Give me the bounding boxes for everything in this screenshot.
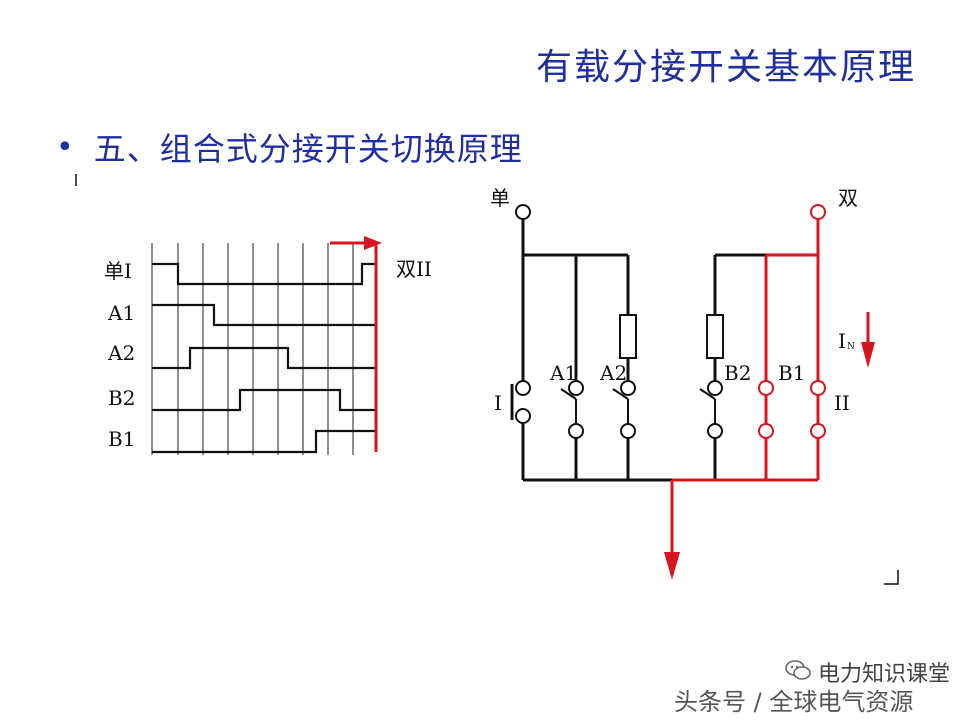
timing-label-b1: B1	[108, 427, 135, 451]
label-contact-a2: A2	[599, 361, 627, 385]
watermark: 电力知识课堂 头条号 / 全球电气资源	[674, 656, 954, 716]
label-double: 双	[838, 186, 858, 210]
wave-single	[152, 262, 376, 286]
wave-a1	[152, 303, 376, 327]
label-current-sub: N	[847, 342, 855, 352]
timing-label-single: 单I	[104, 259, 132, 283]
label-contact-b2: B2	[724, 361, 751, 385]
wechat-logo-icon	[785, 660, 811, 680]
watermark-source: 头条号 / 全球电气资源	[674, 688, 914, 716]
wave-b2	[152, 388, 376, 412]
label-contact-b1: B1	[778, 361, 805, 385]
timing-marker	[330, 236, 382, 452]
black-wiring	[521, 220, 766, 482]
black-contacts	[515, 204, 723, 439]
switch-blades	[510, 384, 716, 426]
corner-marks	[75, 174, 899, 585]
timing-waves	[152, 262, 376, 454]
red-contacts	[758, 204, 826, 439]
timing-label-a2: A2	[107, 341, 135, 365]
timing-diagram: 单I A1 A2 B2 B1 双II	[104, 236, 432, 455]
label-current: I	[838, 329, 846, 353]
label-contact-i: I	[494, 391, 502, 415]
output-arrow-icon	[664, 552, 680, 580]
wave-a2	[152, 346, 376, 370]
resistor-a	[619, 314, 637, 359]
label-single: 单	[490, 186, 510, 210]
timing-label-double: 双II	[396, 257, 432, 281]
label-contact-a1: A1	[549, 361, 577, 385]
section-heading: • 五、组合式分接开关切换原理	[56, 124, 523, 170]
section-heading-text: 五、组合式分接开关切换原理	[93, 130, 523, 168]
current-arrow-icon	[861, 312, 875, 368]
red-wiring	[670, 220, 820, 556]
circuit-diagram: 单 双 I A1 A2 B2 B1 II I N	[490, 186, 875, 580]
page-title: 有载分接开关基本原理	[535, 47, 916, 88]
timing-label-a1: A1	[107, 301, 135, 325]
resistor-b	[706, 314, 724, 359]
watermark-channel: 电力知识课堂	[818, 662, 951, 687]
bullet-icon: •	[56, 129, 74, 165]
timing-label-b2: B2	[108, 386, 135, 410]
label-contact-ii: II	[834, 391, 850, 415]
wave-b1	[152, 429, 376, 454]
